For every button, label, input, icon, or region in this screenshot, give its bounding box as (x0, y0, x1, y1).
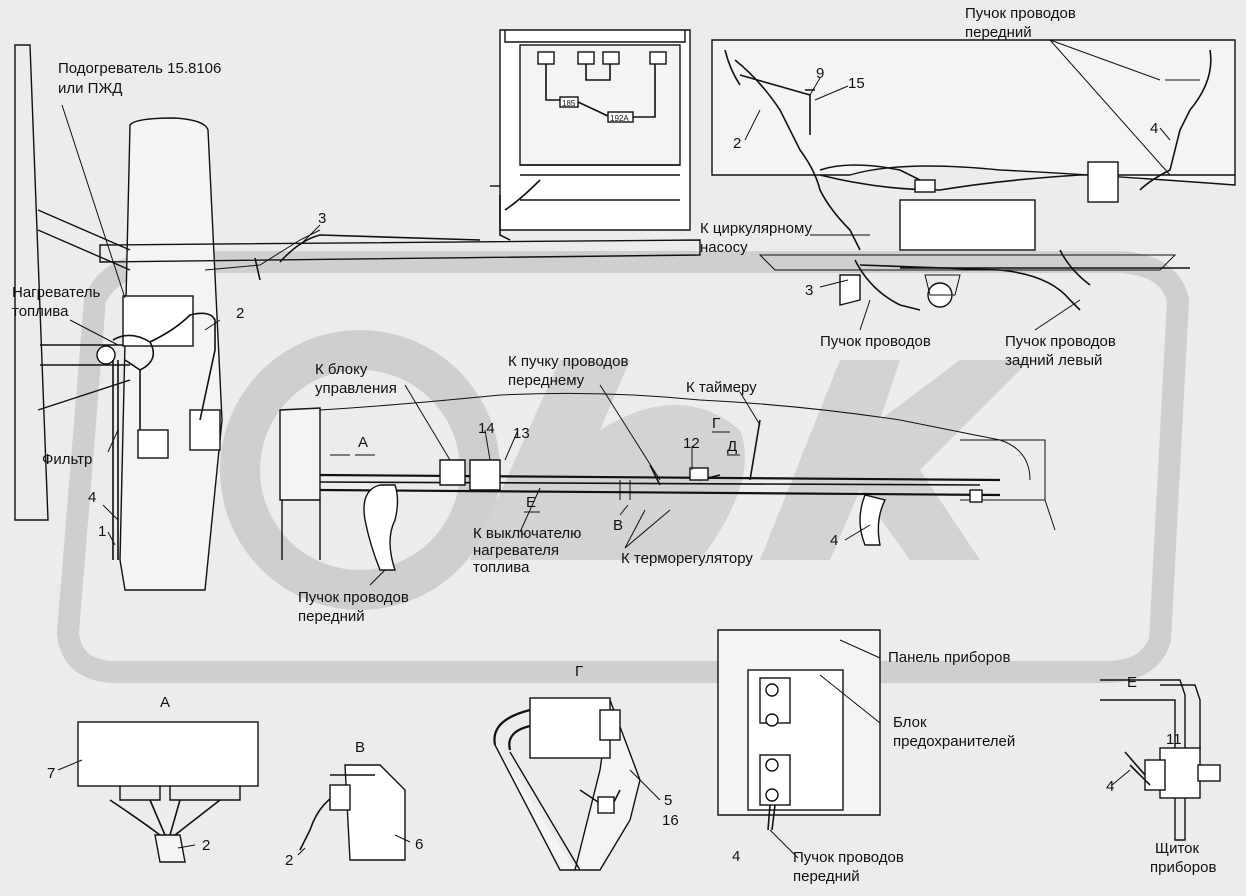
label-rear-left-bundle: Пучок проводов (1005, 333, 1116, 350)
label-to-switch-2: нагревателя (473, 542, 559, 559)
label-to-circ-pump-2: насосу (700, 239, 748, 256)
view-v-title: В (355, 739, 365, 756)
label-front-bundle-top-2: передний (965, 24, 1032, 41)
text-labels: Подогреватель 15.8106 или ПЖД Нагревател… (12, 5, 1216, 885)
view-e-detail (1100, 679, 1221, 841)
callout-4-engine: 4 (1150, 120, 1158, 137)
fuse-185-label: 185 (562, 99, 576, 108)
chassis-view (279, 392, 1056, 571)
label-to-front-bundle-2: переднему (508, 372, 585, 389)
mark-d: Д (727, 438, 737, 455)
callout-15: 15 (848, 75, 865, 92)
label-fuel-heater: Нагреватель (12, 284, 100, 301)
callout-14: 14 (478, 420, 495, 437)
callout-11: 11 (1166, 731, 1182, 748)
engine-view (711, 39, 1236, 311)
callout-12: 12 (683, 435, 700, 452)
callout-numbers: 1 2 2 2 2 3 3 4 4 4 4 4 5 6 7 9 11 12 13… (47, 65, 1182, 869)
mark-g: Г (712, 415, 720, 432)
fuse-192a-label: 192А (610, 114, 629, 123)
label-to-switch-3: топлива (473, 559, 530, 576)
cab-side-view (14, 44, 701, 591)
label-front-bundle-mid: Пучок проводов (298, 589, 409, 606)
view-g-detail (493, 697, 641, 871)
callout-3-engine: 3 (805, 282, 813, 299)
callout-3-top: 3 (318, 210, 326, 227)
callout-5: 5 (664, 792, 672, 809)
mark-v: В (613, 517, 623, 534)
view-v-detail (299, 764, 406, 861)
label-to-front-bundle: К пучку проводов (508, 353, 628, 370)
label-front-bundle-bot-2: передний (793, 868, 860, 885)
view-a-detail (77, 721, 259, 863)
view-a-title: А (160, 694, 170, 711)
label-fuse-block-2: предохранителей (893, 733, 1015, 750)
mark-e: Е (526, 494, 536, 511)
label-to-control-unit-2: управления (315, 380, 397, 397)
view-e-title: Е (1127, 674, 1137, 691)
label-dash-shield: Щиток (1155, 840, 1199, 857)
callout-13: 13 (513, 425, 530, 442)
label-to-thermoregulator: К терморегулятору (621, 550, 753, 567)
watermark (56, 251, 1190, 683)
label-front-bundle-bot: Пучок проводов (793, 849, 904, 866)
callout-16: 16 (662, 812, 679, 829)
callout-6: 6 (415, 836, 423, 853)
mark-a: А (358, 434, 368, 451)
label-filter: Фильтр (42, 451, 92, 468)
leader-lines (57, 39, 1171, 859)
label-front-bundle-mid-2: передний (298, 608, 365, 625)
callout-4-panel: 4 (732, 848, 740, 865)
label-fuse-block: Блок (893, 714, 927, 731)
callout-2-view-a: 2 (202, 837, 210, 854)
callout-1: 1 (98, 523, 106, 540)
callout-7: 7 (47, 765, 55, 782)
label-instrument-panel: Панель приборов (888, 649, 1010, 666)
view-g-title: Г (575, 663, 583, 680)
label-to-timer: К таймеру (686, 379, 757, 396)
label-rear-left-bundle-2: задний левый (1005, 352, 1102, 369)
callout-4-left: 4 (88, 489, 96, 506)
callout-4-chassis: 4 (830, 532, 838, 549)
label-dash-shield-2: приборов (1150, 859, 1216, 876)
label-to-circ-pump: К циркулярному (700, 220, 812, 237)
label-front-bundle-top: Пучок проводов (965, 5, 1076, 22)
label-heater-2: или ПЖД (58, 80, 122, 97)
callout-9: 9 (816, 65, 824, 82)
callout-4-view-e: 4 (1106, 778, 1114, 795)
battery-box: 185 192А (490, 29, 691, 241)
instrument-panel-detail (717, 629, 881, 831)
callout-2-view-v: 2 (285, 852, 293, 869)
callout-2-left: 2 (236, 305, 244, 322)
label-fuel-heater-2: топлива (12, 303, 69, 320)
label-to-switch: К выключателю (473, 525, 581, 542)
callout-2-engine: 2 (733, 135, 741, 152)
label-to-control-unit: К блоку (315, 361, 368, 378)
label-heater: Подогреватель 15.8106 (58, 60, 221, 77)
label-bundle: Пучок проводов (820, 333, 931, 350)
